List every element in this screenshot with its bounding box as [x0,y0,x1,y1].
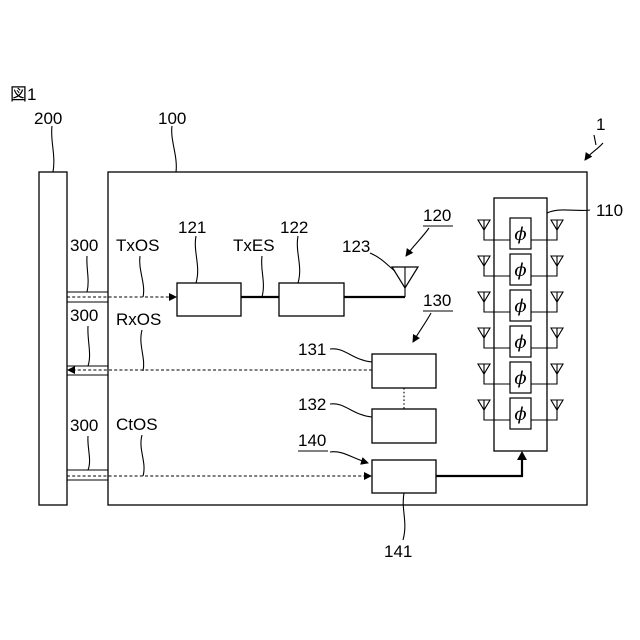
label-rxos: RxOS [116,310,161,329]
phase-shifter-symbol: ϕ [514,404,526,425]
ref-121: 121 [178,218,206,237]
ref-122: 122 [280,218,308,237]
ref-130: 130 [423,291,451,310]
phase-shifter-symbol: ϕ [514,296,526,317]
figure-label: 図1 [10,85,36,104]
ref-110: 110 [596,201,623,220]
ref-131: 131 [298,340,326,359]
leader-1 [585,143,603,160]
block-121 [177,283,241,316]
phase-shifter-symbol: ϕ [514,224,526,245]
block-141 [372,460,436,493]
ref-300-ct: 300 [70,416,98,435]
ref-140: 140 [298,431,326,450]
device-200-bar [39,172,67,505]
ref-1: 1 [596,115,605,134]
ref-141: 141 [384,542,412,561]
phase-shifter-symbol: ϕ [514,260,526,281]
ref-1-underline [594,135,596,145]
ref-123: 123 [342,237,370,256]
leader-100 [172,126,177,172]
phase-shifter-symbol: ϕ [514,368,526,389]
ref-300-rx: 300 [70,306,98,325]
ref-132: 132 [298,395,326,414]
label-ctos: CtOS [116,415,158,434]
ref-100: 100 [158,109,186,128]
ref-120: 120 [423,206,451,225]
phase-shifter-symbol: ϕ [514,332,526,353]
block-122 [279,283,344,316]
ref-200: 200 [34,109,62,128]
leader-200 [52,126,54,172]
block-132 [372,409,436,443]
leader-300-rx [88,326,90,366]
label-txos: TxOS [116,236,159,255]
block-131 [372,354,436,388]
leader-300-tx [87,256,88,292]
label-txes: TxES [233,236,275,255]
ref-300-tx: 300 [70,236,98,255]
leader-300-ct [88,436,90,470]
